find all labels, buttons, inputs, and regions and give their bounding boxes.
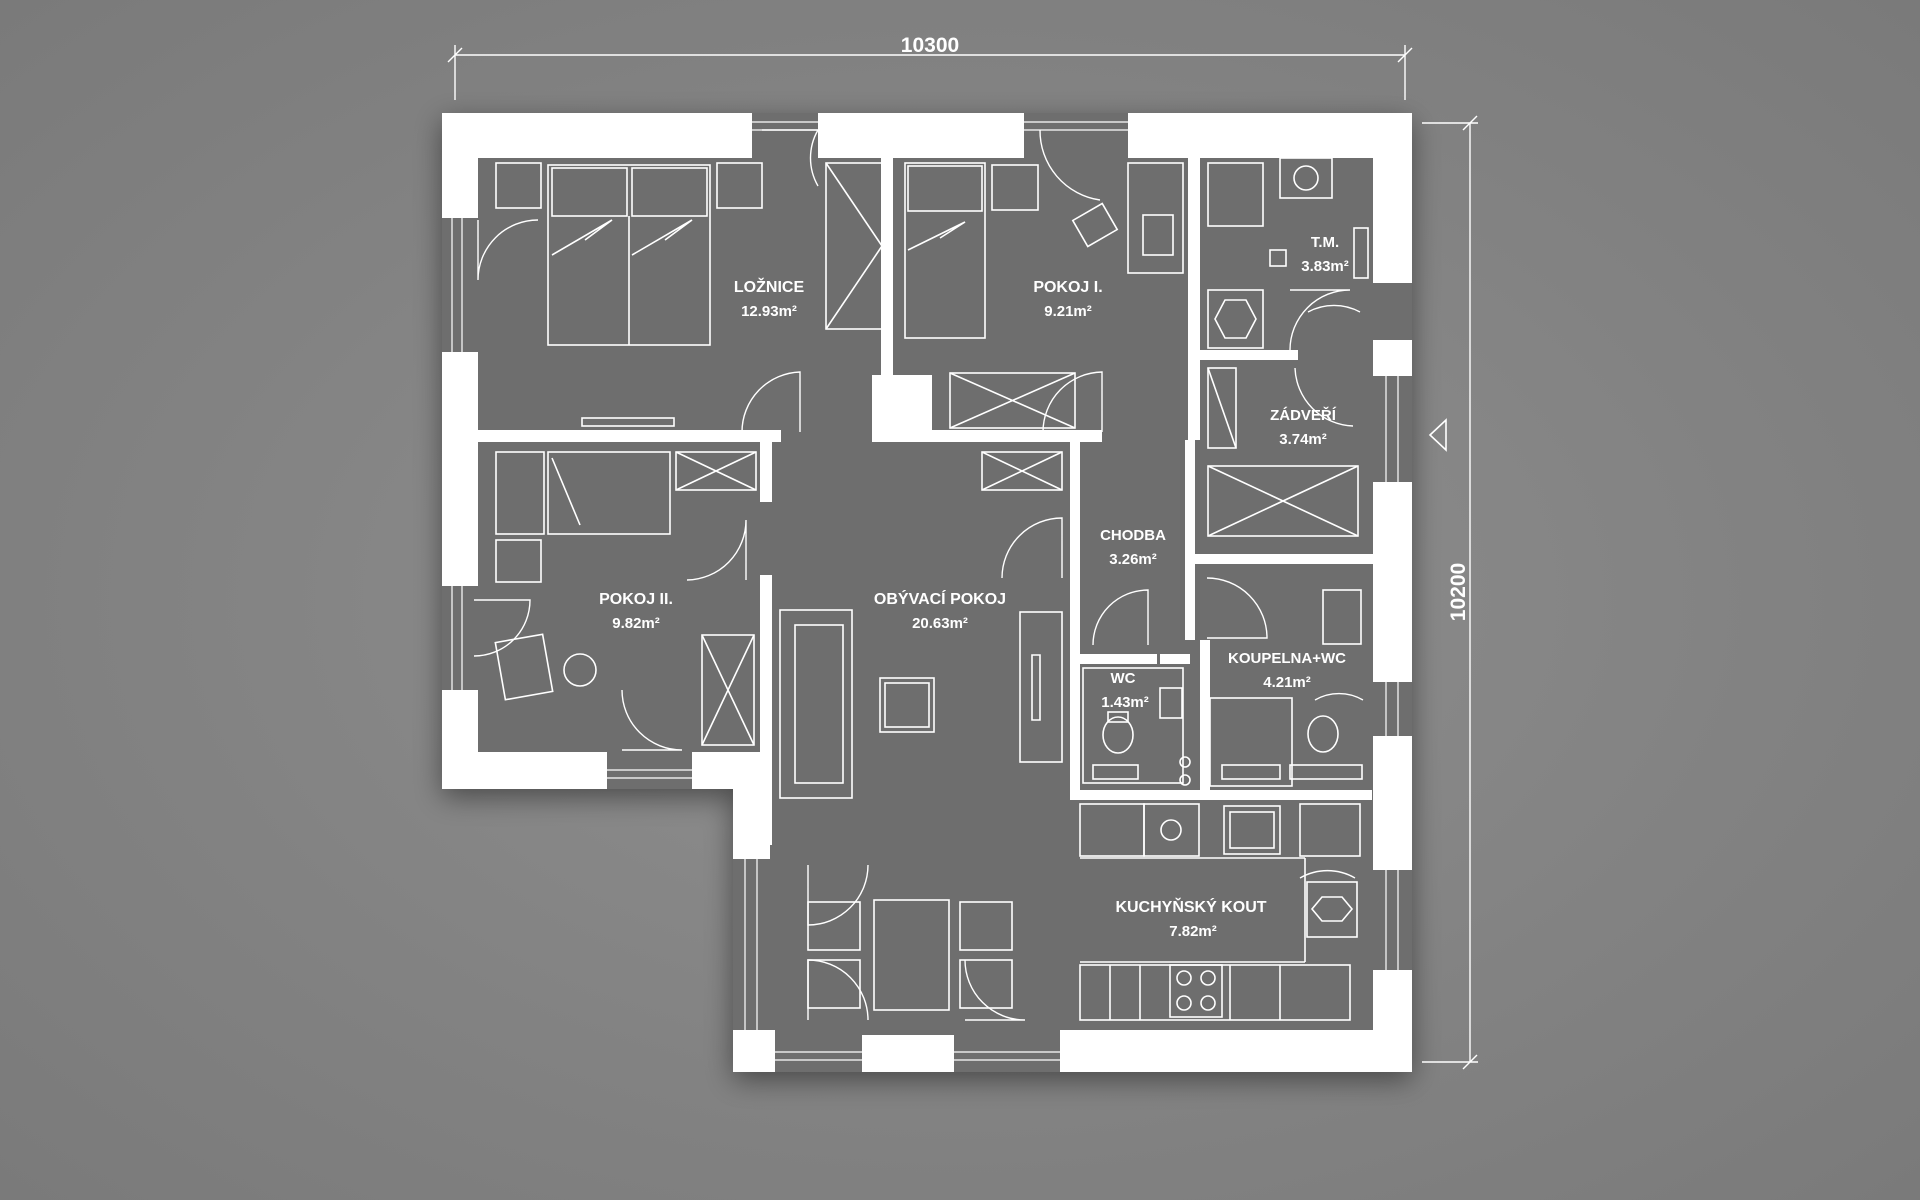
room-chodba: CHODBA 3.26m² (1100, 527, 1166, 568)
room-kuchynsky-kout: KUCHYŇSKÝ KOUT 7.82m² (1115, 897, 1266, 940)
exterior-walls (442, 113, 1412, 1072)
floor-area (442, 113, 1412, 1072)
room-name: POKOJ II. (599, 591, 673, 608)
room-obyvaci-pokoj: OBÝVACÍ POKOJ 20.63m² (874, 589, 1006, 632)
room-koupelna: KOUPELNA+WC 4.21m² (1228, 650, 1346, 691)
room-pokoj-2: POKOJ II. 9.82m² (599, 591, 673, 632)
furniture (494, 157, 1369, 1021)
dimension-depth-label: 10200 (1447, 563, 1470, 621)
room-area: 7.82m² (1169, 923, 1217, 940)
room-name: OBÝVACÍ POKOJ (874, 589, 1006, 608)
room-area: 9.21m² (1044, 303, 1092, 320)
room-name: ZÁDVEŘÍ (1270, 406, 1337, 424)
room-name: LOŽNICE (734, 277, 805, 296)
room-name: CHODBA (1100, 527, 1166, 544)
dimension-depth: 10200 (1422, 115, 1478, 1070)
room-tm: T.M. 3.83m² (1301, 234, 1349, 275)
room-pokoj-1: POKOJ I. 9.21m² (1033, 279, 1102, 320)
entrance-arrow-icon (1428, 418, 1447, 452)
dimension-width: 10300 (447, 34, 1413, 100)
dimension-width-label: 10300 (901, 34, 959, 57)
room-name: T.M. (1311, 234, 1339, 251)
interior-walls (478, 140, 1373, 845)
room-area: 3.74m² (1279, 431, 1327, 448)
room-labels: LOŽNICE 12.93m² POKOJ I. 9.21m² T.M. 3.8… (599, 234, 1349, 940)
room-wc: WC 1.43m² (1101, 670, 1149, 711)
room-loznice: LOŽNICE 12.93m² (734, 277, 805, 320)
room-area: 20.63m² (912, 615, 968, 632)
room-area: 12.93m² (741, 303, 797, 320)
room-area: 1.43m² (1101, 694, 1149, 711)
room-name: POKOJ I. (1033, 279, 1102, 296)
room-area: 3.26m² (1109, 551, 1157, 568)
room-zadveri: ZÁDVEŘÍ 3.74m² (1270, 406, 1337, 448)
room-name: WC (1111, 670, 1136, 687)
door-swings (473, 129, 1364, 1021)
room-area: 3.83m² (1301, 258, 1349, 275)
room-area: 9.82m² (612, 615, 660, 632)
room-area: 4.21m² (1263, 674, 1311, 691)
room-name: KUCHYŇSKÝ KOUT (1115, 897, 1266, 916)
windows (451, 121, 1399, 1061)
room-name: KOUPELNA+WC (1228, 650, 1346, 667)
